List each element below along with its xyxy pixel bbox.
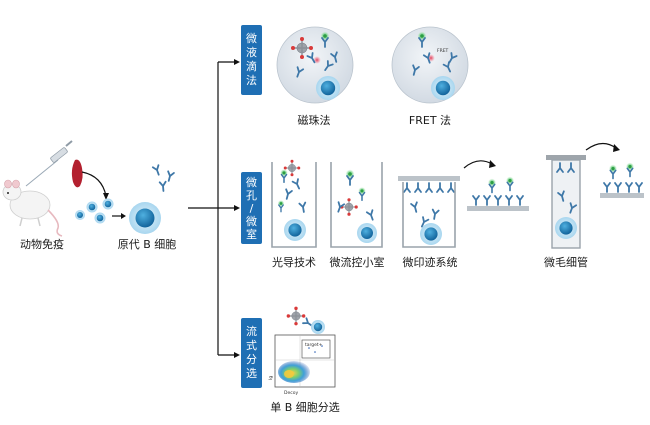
flow-cytometry-plot: target+ Decoy Ig bbox=[268, 334, 336, 396]
microcapillary-label: 微毛细管 bbox=[544, 255, 588, 269]
category-char: 微 bbox=[246, 31, 257, 45]
category-char: 法 bbox=[246, 73, 257, 87]
microcapillary bbox=[546, 155, 586, 249]
category-char: 式 bbox=[246, 339, 257, 352]
mouse-illustration bbox=[2, 179, 63, 237]
category-char: 微 bbox=[246, 175, 257, 189]
plot-x-axis-label: Decoy bbox=[284, 390, 298, 396]
secreted-antibodies bbox=[151, 164, 175, 193]
optofluidic-label: 光导技术 bbox=[272, 255, 316, 269]
category-box-flow: 流 式 分 选 bbox=[241, 318, 262, 388]
microengraving-readout bbox=[463, 160, 529, 211]
magnetic-bead-droplet bbox=[276, 26, 354, 104]
fret-tag: FRET bbox=[437, 48, 449, 54]
small-b-cell-cluster bbox=[75, 198, 114, 224]
branch-connector bbox=[188, 59, 240, 358]
category-char: 室 bbox=[246, 227, 257, 241]
fret-droplet: FRET bbox=[391, 26, 469, 104]
fret-label: FRET 法 bbox=[409, 113, 451, 127]
category-char: 微 bbox=[246, 214, 257, 228]
primary-b-cell-label: 原代 B 细胞 bbox=[118, 238, 177, 251]
microfluidic-label: 微流控小室 bbox=[330, 255, 385, 269]
microfluidic-chamber bbox=[330, 162, 383, 248]
category-char: 液 bbox=[246, 45, 257, 59]
microcapillary-readout bbox=[585, 142, 644, 198]
category-char: 孔 bbox=[246, 189, 257, 202]
flow-bead-complex bbox=[286, 306, 325, 334]
spleen-to-cells-arrow bbox=[81, 171, 107, 197]
category-char: 滴 bbox=[246, 59, 257, 73]
microengraving-well bbox=[398, 176, 460, 248]
plot-y-axis-label: Ig bbox=[268, 376, 274, 380]
microengraving-label: 微印迹系统 bbox=[403, 255, 458, 269]
category-box-microwell: 微 孔 / 微 室 bbox=[241, 172, 262, 244]
single-b-cell-sorting-label: 单 B 细胞分选 bbox=[270, 401, 340, 414]
category-char: 分 bbox=[246, 353, 257, 366]
category-char: / bbox=[250, 202, 254, 215]
category-char: 流 bbox=[246, 324, 257, 338]
category-char: 选 bbox=[246, 367, 257, 380]
syringe-icon bbox=[25, 140, 73, 187]
magnetic-bead-label: 磁珠法 bbox=[298, 113, 331, 127]
immunization-label: 动物免疫 bbox=[20, 237, 64, 251]
gate-label: target+ bbox=[305, 342, 323, 348]
spleen-icon bbox=[71, 159, 83, 188]
category-box-droplet: 微 液 滴 法 bbox=[241, 25, 262, 95]
arrowhead bbox=[103, 193, 109, 200]
primary-b-cell bbox=[129, 202, 161, 234]
arrowhead bbox=[121, 213, 126, 219]
optofluidic-well bbox=[271, 159, 317, 248]
